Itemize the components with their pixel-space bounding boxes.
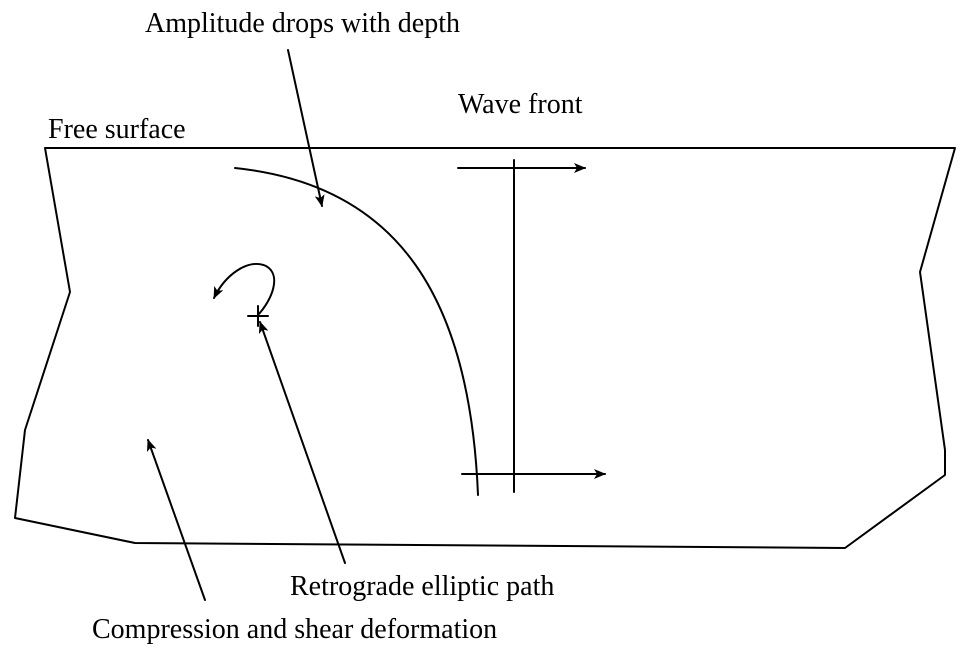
compression-label: Compression and shear deformation bbox=[92, 614, 497, 645]
retrograde-elliptic-path bbox=[213, 263, 276, 316]
amplitude-decay-curve bbox=[234, 167, 479, 496]
retrograde-label: Retrograde elliptic path bbox=[290, 571, 554, 602]
retrograde-pointer-arrow bbox=[258, 321, 346, 564]
amplitude-label: Amplitude drops with depth bbox=[145, 8, 460, 39]
free-surface-label: Free surface bbox=[48, 114, 186, 145]
amplitude-pointer-arrow bbox=[287, 49, 325, 207]
wave-front-label: Wave front bbox=[458, 89, 583, 120]
compression-pointer-arrow bbox=[146, 439, 206, 601]
medium-outline bbox=[14, 147, 956, 549]
